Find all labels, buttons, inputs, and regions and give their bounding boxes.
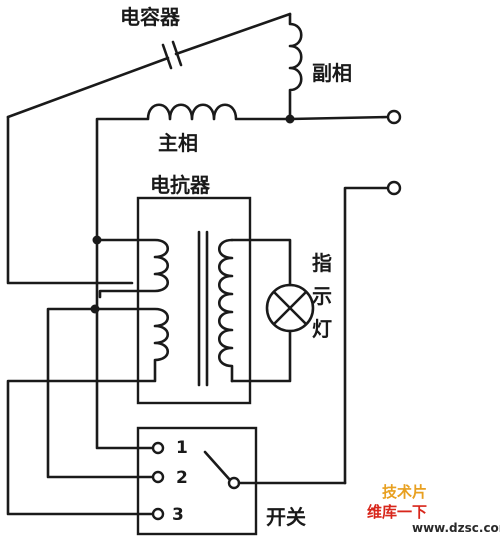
wire-main-to-switch-1 xyxy=(95,238,160,450)
label-aux-phase: 副相 xyxy=(312,61,352,85)
switch-contact-1 xyxy=(151,441,165,455)
reactor-secondary-winding xyxy=(217,238,234,383)
reactor-winding-upper xyxy=(95,238,170,299)
switch-pivot xyxy=(227,476,241,490)
indicator-lamp-icon xyxy=(265,283,315,333)
wire-bottom-terminal-down xyxy=(343,186,390,485)
switch-contact-3 xyxy=(151,507,165,521)
switch-position-3: 3 xyxy=(172,505,184,525)
reactor-box xyxy=(136,196,252,405)
wire-capacitor-to-aux xyxy=(174,12,292,56)
wire-lamp-to-secondary-bottom xyxy=(230,329,292,383)
wire-lower-winding-to-switch-2 xyxy=(46,307,160,479)
wire-to-top-terminal xyxy=(288,115,390,121)
switch-position-2: 2 xyxy=(176,468,188,488)
watermark-site-name: 维库一下 xyxy=(367,503,427,521)
switch-box xyxy=(136,426,258,536)
wire-left-bus xyxy=(6,115,134,285)
switch-contact-2 xyxy=(151,470,165,484)
junction-aux-main xyxy=(285,114,295,124)
switch-position-1: 1 xyxy=(176,438,188,458)
aux-phase-coil xyxy=(288,12,303,121)
wire-left-to-capacitor xyxy=(6,56,170,119)
power-terminal-top xyxy=(386,109,402,125)
label-indicator-3: 灯 xyxy=(312,317,332,341)
label-switch: 开关 xyxy=(266,505,306,529)
label-main-phase: 主相 xyxy=(158,131,198,155)
switch-lever xyxy=(203,450,232,482)
label-reactor: 电抗器 xyxy=(150,173,211,197)
label-capacitor: 电容器 xyxy=(120,5,181,29)
label-indicator-1: 指 xyxy=(312,251,332,275)
watermark-logo-text: 技术片 xyxy=(382,483,427,501)
label-indicator-2: 示 xyxy=(312,284,332,308)
watermark: 技术片 维库一下 www.dzsc.com xyxy=(367,483,500,535)
watermark-url: www.dzsc.com xyxy=(412,521,500,535)
wire-secondary-to-lamp-top xyxy=(230,238,292,287)
reactor-winding-lower xyxy=(6,307,170,516)
main-phase-coil xyxy=(95,103,292,242)
capacitor-plate-left xyxy=(161,43,173,70)
power-terminal-bottom xyxy=(386,180,402,196)
capacitor xyxy=(6,12,292,119)
